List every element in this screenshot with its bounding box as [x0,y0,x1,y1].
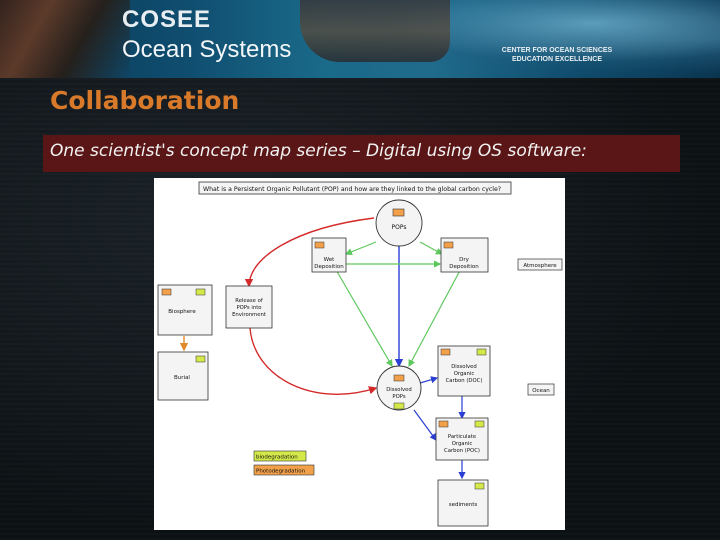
link-dry-dissolved [408,262,465,368]
release-label-1: Release of [235,298,263,304]
doc-label-2: Organic [454,371,475,377]
node-release [225,285,273,329]
header-banner: COSEE Ocean Systems CENTER FOR OCEAN SCI… [0,0,720,78]
node-dry-deposition [440,237,489,273]
dry-icon [443,241,454,249]
doc-label-1: Dissolved [451,364,477,370]
doc-icon-2 [476,348,487,356]
poc-icon-1 [438,420,449,428]
link-pops-release [244,217,375,288]
burial-icon [195,355,206,363]
doc-icon-1 [440,348,451,356]
atmosphere-text: Atmosphere [523,263,557,269]
poc-icon-2 [474,420,485,428]
poc-label-3: Carbon (POC) [444,448,480,454]
node-pops-label: POPs [392,224,407,231]
slide-title: Collaboration [50,86,240,115]
dry-label-1: Dry [459,257,469,263]
center-line-1: CENTER FOR OCEAN SCIENCES [501,47,613,54]
coral-photo [0,0,130,78]
biosphere-icon-2 [195,288,206,296]
link-dissolved-doc [419,376,439,384]
poc-label-1: Particulate [448,434,476,440]
wet-icon [314,241,325,249]
ocean-systems-logo: Ocean Systems [122,36,292,63]
node-pops [375,199,423,247]
ocean-text: Ocean [532,388,550,394]
burial-label: Burial [174,375,190,381]
sediments-icon [474,482,485,490]
wet-label-2: Deposition [314,264,344,270]
label-ocean [527,383,555,396]
legend-photodegradation-text: Photodegradation [256,469,306,475]
link-pops-dry [419,241,444,255]
biosphere-icon-1 [161,288,172,296]
center-line-2: EDUCATION EXCELLENCE [511,56,603,63]
poc-label-2: Organic [452,441,473,447]
center-name: CENTER FOR OCEAN SCIENCES EDUCATION EXCE… [492,46,622,64]
link-pops-wet [344,241,377,256]
node-dissolved-pops [376,365,422,411]
link-wet-dissolved [331,262,393,368]
legend-biodegradation [253,450,307,462]
biosphere-label: Biosphere [168,309,196,315]
concept-map-svg: What is a Persistent Organic Pollutant (… [157,181,563,527]
scientists-photo [300,0,450,62]
dry-label-2: Deposition [449,264,479,270]
question-text: What is a Persistent Organic Pollutant (… [203,186,501,193]
doc-label-3: Carbon (DOC) [446,378,483,384]
dissolved-label-2: POPs [392,394,405,400]
legend-photodegradation [253,464,315,476]
release-label-2: POPs into [236,305,261,311]
link-release-dissolved [249,327,378,395]
legend-biodegradation-text: biodegradation [256,455,298,461]
dissolved-icon-2 [393,402,405,410]
question-box [198,181,512,195]
dissolved-label-1: Dissolved [386,387,412,393]
concept-map: What is a Persistent Organic Pollutant (… [154,178,565,530]
wet-label-1: Wet [324,257,335,263]
pops-icon [392,208,405,217]
link-dissolved-poc [413,409,437,441]
subtitle-bar [43,135,680,172]
release-label-3: Environment [232,312,266,318]
slide-subtitle: One scientist's concept map series – Dig… [50,141,587,161]
label-atmosphere [517,258,563,271]
dissolved-icon-1 [393,374,405,382]
cosee-logo: COSEE [122,6,212,33]
sediments-label: sediments [449,502,478,508]
